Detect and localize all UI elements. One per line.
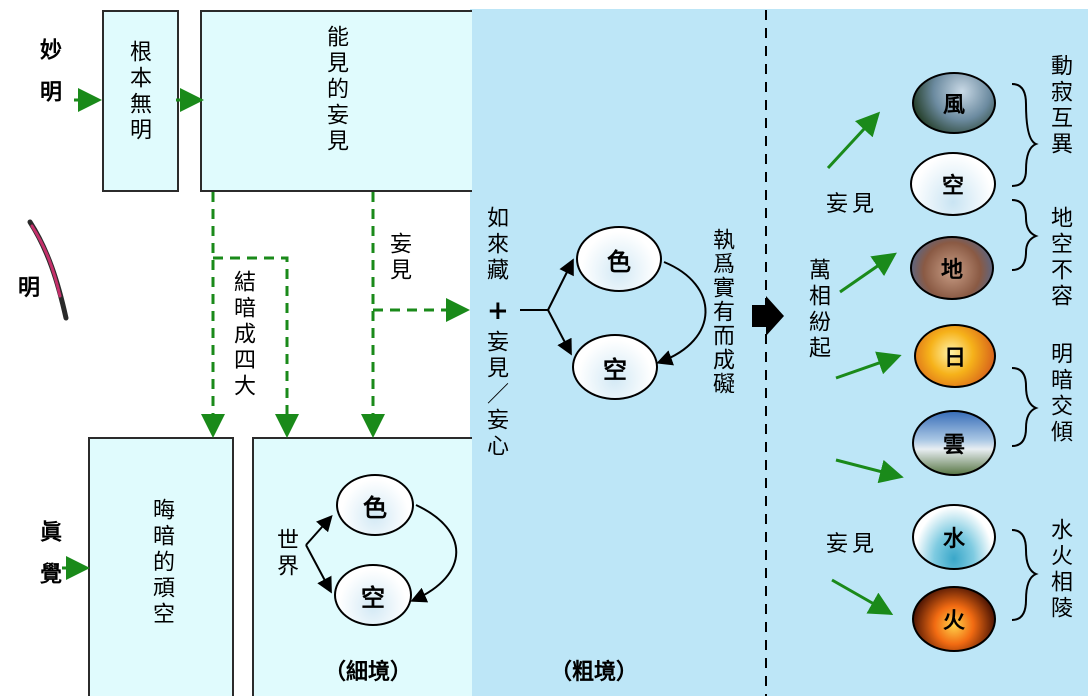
fine-cycle-arc [410,504,458,603]
dark-emptiness-box [88,437,234,696]
root-ignorance-text: 根本無明 [126,40,151,144]
sky-picture: 空 [910,152,996,216]
water-picture: 水 [912,504,996,570]
sun-label: 日 [943,345,966,371]
wind-picture: 風 [912,72,996,134]
fork-to-form [547,258,574,311]
coarse-realm-caption: （粗境） [550,659,639,685]
zhen-jue-label: 眞覺 [36,520,62,604]
fire-picture: 火 [912,586,996,652]
cloud-label: 雲 [942,432,965,458]
comet-decoration [27,219,69,321]
fine-to-form [305,515,333,546]
miao-ming-label: 妙明 [36,38,62,122]
cloud-picture: 雲 [912,410,996,476]
form-circle-fine: 色 [336,474,414,536]
wang-jian-mid-label: 妄見 [386,232,411,284]
emptiness-circle-coarse: 空 [572,334,658,400]
plus-sign: + [487,296,509,326]
earth-picture: 地 [910,236,994,300]
ming-an-label: 明暗交傾 [1047,342,1072,446]
fork-to-emptiness [547,309,572,356]
rulai-label: 如來藏 [483,206,508,284]
di-kong-label: 地空不容 [1047,206,1072,310]
dashed-branch [213,256,299,438]
jie-an-label: 結暗成四大 [230,270,255,400]
sky-label: 空 [941,173,964,199]
sun-picture: 日 [914,324,996,388]
wang-jian-top-label: 妄見 [826,192,879,217]
ming-label: 明 [18,275,41,301]
wang-jian-xin-label: 妄見／妄心 [483,330,508,460]
fine-to-emptiness [305,544,332,594]
shijie-label: 世界 [273,528,298,580]
zhi-wei-label: 執爲實有而成礙 [709,228,734,396]
wan-xiang-label: 萬相紛起 [805,258,830,362]
dark-emptiness-text: 晦暗的頑空 [149,498,174,628]
wind-label: 風 [942,92,965,118]
form-circle-coarse: 色 [576,226,662,292]
earth-label: 地 [940,257,963,283]
shui-huo-label: 水火相陵 [1047,518,1072,622]
emptiness-circle-fine: 空 [334,564,412,626]
fine-realm-caption: （細境） [324,659,413,685]
root-ignorance-box [102,10,179,192]
big-black-arrow [752,296,784,336]
water-label: 水 [942,526,965,552]
wang-jian-bottom-label: 妄見 [826,532,879,557]
seeing-delusion-box [200,10,472,192]
coarse-cycle-arc [656,261,707,366]
fire-label: 火 [942,608,965,634]
dong-ji-label: 動寂互異 [1047,54,1072,158]
seeing-delusion-text: 能見的妄見 [323,25,348,155]
braces [1011,83,1039,621]
